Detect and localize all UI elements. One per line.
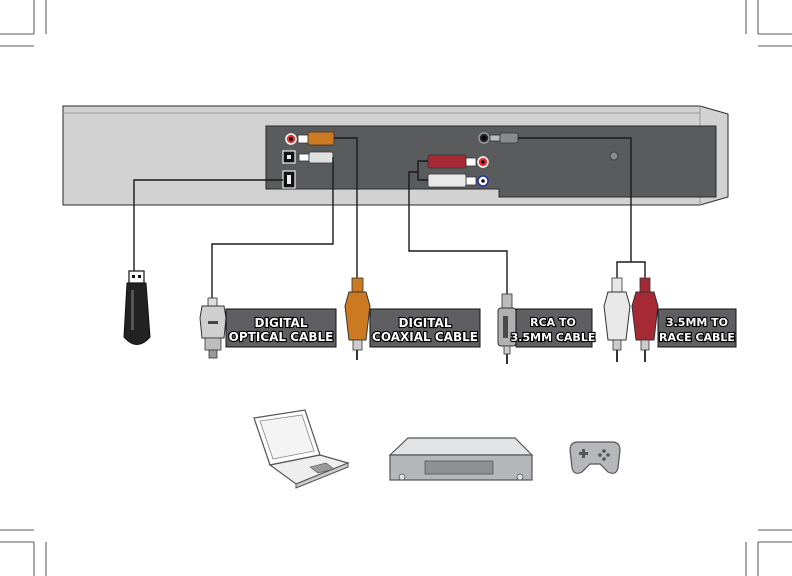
coaxial-label-line1: DIGITAL (399, 316, 452, 330)
optical-label-line1: DIGITAL (255, 316, 308, 330)
laptop-icon (253, 409, 350, 489)
usb-drive-icon (123, 270, 151, 345)
aux-cable-label: 3.5MM TO RACE CABLE (657, 308, 737, 348)
coaxial-cable-label: DIGITAL COAXIAL CABLE (369, 308, 481, 348)
optical-plug-icon (199, 297, 227, 359)
connection-panel (265, 125, 717, 198)
coaxial-label-line2: COAXIAL CABLE (372, 330, 478, 344)
indicator-dot (609, 151, 619, 161)
aux-label-line2: RACE CABLE (659, 331, 735, 344)
cable-lines (133, 137, 646, 300)
rca-label-line1: RCA TO (530, 316, 576, 329)
rca-plug-icon (603, 277, 659, 362)
rca-cable-label: RCA TO 3.5MM CABLE (510, 308, 596, 348)
aux-plug-icon (497, 293, 517, 364)
optical-label-line2: OPTICAL CABLE (229, 330, 334, 344)
optical-cable-label: DIGITAL OPTICAL CABLE (225, 308, 337, 348)
gamepad-icon (569, 441, 621, 474)
rca-label-line2: 3.5MM CABLE (511, 331, 596, 344)
media-player-icon (388, 437, 534, 481)
coaxial-plug-icon (344, 277, 371, 360)
aux-label-line1: 3.5MM TO (666, 316, 728, 329)
